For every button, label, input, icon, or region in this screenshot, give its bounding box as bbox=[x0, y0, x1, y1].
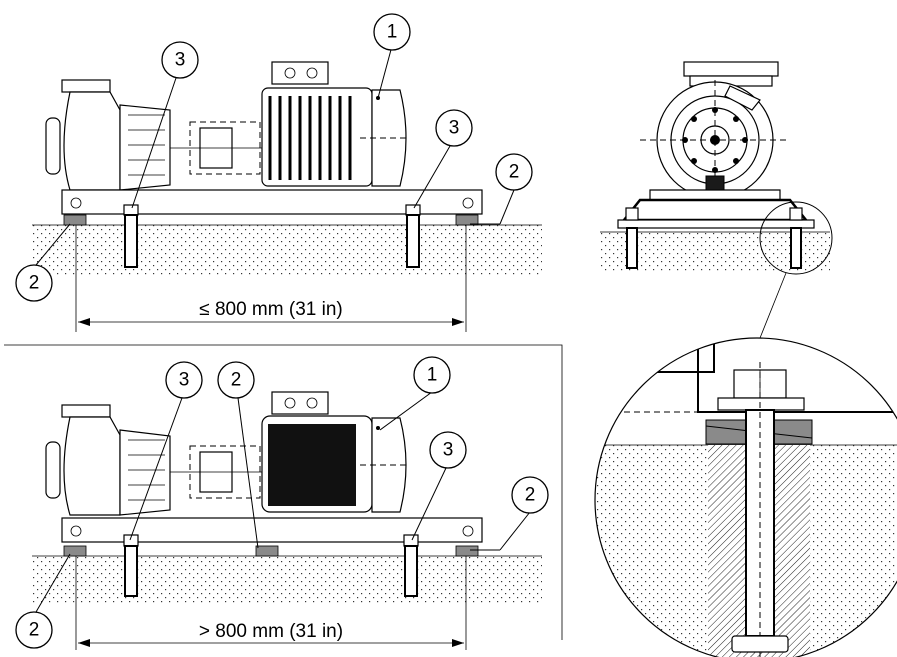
anchor-bolt bbox=[405, 204, 421, 268]
svg-text:2: 2 bbox=[29, 273, 40, 294]
callout-2: 2 bbox=[495, 153, 533, 191]
callout-3: 3 bbox=[429, 431, 467, 469]
svg-text:2: 2 bbox=[525, 485, 536, 506]
anchor-bolt bbox=[123, 204, 139, 268]
anchor-detail-zoom bbox=[594, 337, 897, 657]
callout-1: 1 bbox=[413, 356, 451, 394]
dimension-label-short: ≤ 800 mm (31 in) bbox=[199, 299, 342, 320]
view-frame bbox=[4, 344, 563, 640]
shim bbox=[63, 545, 87, 557]
dimension-label-long: > 800 mm (31 in) bbox=[199, 621, 343, 642]
side-view bbox=[600, 61, 833, 339]
callout-2: 2 bbox=[511, 476, 549, 514]
top-view: ≤ 800 mm (31 in) 1 2 2 3 3 bbox=[15, 13, 542, 332]
detail-marker bbox=[759, 201, 833, 275]
anchor-bolt bbox=[403, 534, 419, 597]
svg-text:2: 2 bbox=[509, 162, 520, 183]
anchor-bolt bbox=[123, 534, 139, 597]
shim bbox=[455, 214, 479, 226]
callout-2: 2 bbox=[217, 361, 255, 399]
svg-text:3: 3 bbox=[443, 440, 454, 461]
ground bbox=[32, 556, 542, 604]
motor bbox=[261, 391, 410, 513]
callout-2: 2 bbox=[15, 264, 53, 302]
shim bbox=[255, 545, 279, 557]
callout-3: 3 bbox=[161, 41, 199, 79]
motor bbox=[261, 61, 410, 187]
callout-3: 3 bbox=[435, 109, 473, 147]
anchor-bolt bbox=[789, 207, 803, 269]
bottom-view: > 800 mm (31 in) 1 2 2 2 3 bbox=[4, 344, 563, 650]
svg-text:1: 1 bbox=[387, 22, 398, 43]
pump-casing bbox=[45, 404, 171, 516]
ground bbox=[32, 225, 542, 275]
pump-casing bbox=[45, 79, 171, 191]
shim bbox=[63, 214, 87, 226]
callout-3: 3 bbox=[165, 361, 203, 399]
svg-text:3: 3 bbox=[449, 118, 460, 139]
svg-text:1: 1 bbox=[427, 365, 438, 386]
callout-2: 2 bbox=[15, 611, 53, 649]
shim bbox=[455, 545, 479, 557]
svg-text:3: 3 bbox=[179, 370, 190, 391]
svg-text:2: 2 bbox=[29, 620, 40, 641]
anchor-bolt bbox=[625, 207, 639, 269]
callout-1: 1 bbox=[373, 13, 411, 51]
svg-text:2: 2 bbox=[231, 370, 242, 391]
svg-text:3: 3 bbox=[175, 50, 186, 71]
